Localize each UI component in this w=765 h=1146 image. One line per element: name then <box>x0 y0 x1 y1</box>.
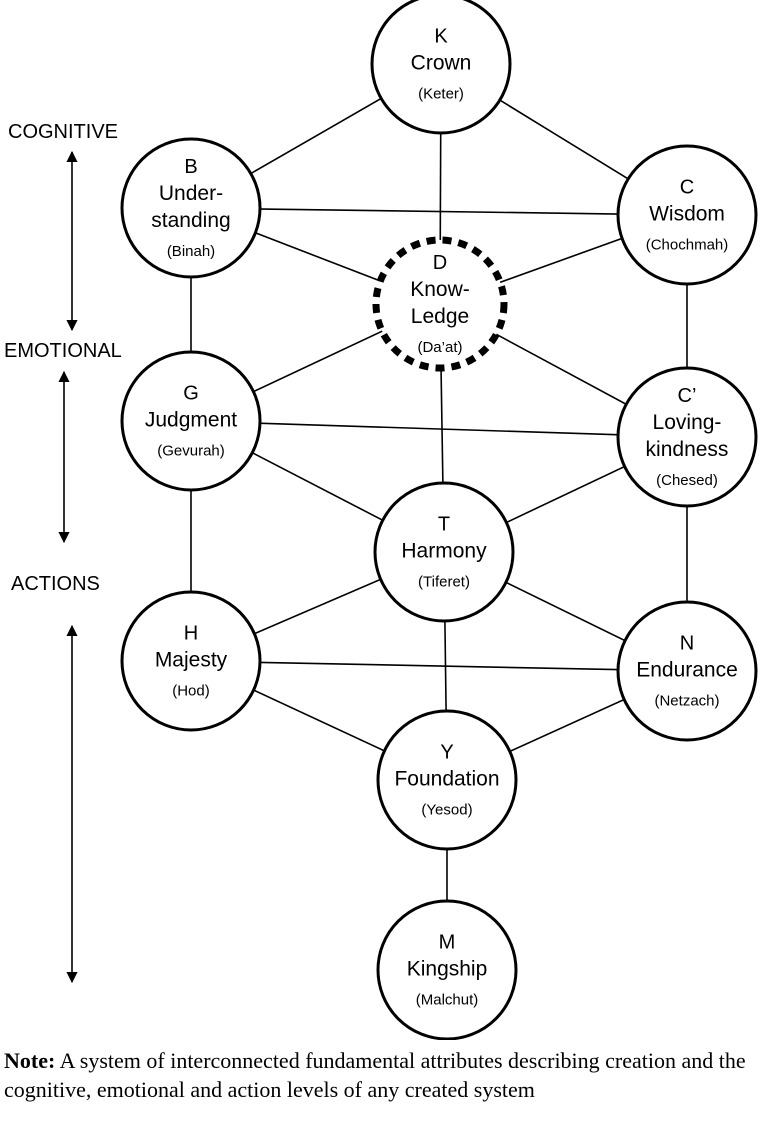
edge-binah-chochmah <box>190 207 688 216</box>
node-binah: B Under-standing (Binah) <box>120 137 262 279</box>
node-subtitle: (Tiferet) <box>418 574 470 591</box>
node-circle-yesod <box>376 709 518 851</box>
node-letter: T <box>438 514 450 536</box>
node-letter: H <box>184 623 198 645</box>
node-name-line: Under- <box>159 182 223 205</box>
node-tiferet: T Harmony (Tiferet) <box>373 481 515 623</box>
sefirot-diagram: K Crown (Keter) B Under-standing (Binah) C Wisd… <box>4 0 758 1040</box>
level-emotional-label: EMOTIONAL <box>4 340 122 362</box>
node-name-line: Harmony <box>401 540 487 563</box>
node-chochmah: C Wisdom (Chochmah) <box>616 144 758 286</box>
node-circle-chesed <box>616 366 758 508</box>
node-name-line: Know- <box>410 278 470 301</box>
node-name-line: Judgment <box>145 409 237 432</box>
node-letter: K <box>434 26 448 48</box>
node-name-line: Majesty <box>155 649 228 672</box>
node-netzach: N Endurance (Netzach) <box>616 600 758 742</box>
node-letter: C <box>680 177 694 199</box>
node-subtitle: (Malchut) <box>416 992 479 1009</box>
node-circle-binah <box>120 137 262 279</box>
node-circle-daat <box>372 236 508 372</box>
node-name-line: Crown <box>411 52 472 75</box>
node-letter: M <box>439 932 456 954</box>
note-text: A system of interconnected fundamental a… <box>4 1048 746 1102</box>
node-circle-chochmah <box>616 144 758 286</box>
node-letter: B <box>184 156 197 178</box>
node-gevurah: G Judgment (Gevurah) <box>120 350 262 492</box>
node-circle-gevurah <box>120 350 262 492</box>
node-subtitle: (Hod) <box>172 683 210 700</box>
node-letter: C’ <box>678 385 697 407</box>
node-circle-keter <box>370 0 512 135</box>
node-chesed: C’ Loving-kindness (Chesed) <box>616 366 758 508</box>
node-name-line: kindness <box>646 438 729 461</box>
node-daat: D Know- Ledge (Da’at) <box>372 236 508 372</box>
node-hod: H Majesty (Hod) <box>120 590 262 732</box>
node-yesod: Y Foundation (Yesod) <box>376 709 518 851</box>
node-name-line: standing <box>151 209 230 232</box>
node-keter: K Crown (Keter) <box>370 0 512 135</box>
node-name-line: Foundation <box>394 768 499 791</box>
node-letter: Y <box>440 742 453 764</box>
node-name-line: Ledge <box>411 305 469 328</box>
note-label: Note: <box>4 1048 56 1073</box>
node-name-line: Kingship <box>407 958 488 981</box>
node-name-line: Endurance <box>636 659 738 682</box>
node-subtitle: (Keter) <box>418 86 464 103</box>
node-letter: D <box>433 252 447 274</box>
node-subtitle: (Binah) <box>167 243 215 260</box>
node-subtitle: (Gevurah) <box>157 443 225 460</box>
level-actions-label: ACTIONS <box>11 573 100 595</box>
level-labels: COGNITIVE EMOTIONAL ACTIONS <box>4 121 122 984</box>
node-subtitle: (Chesed) <box>656 472 718 489</box>
edge-gevurah-chesed <box>190 420 688 438</box>
node-letter: G <box>183 383 199 405</box>
level-cognitive-label: COGNITIVE <box>8 121 118 143</box>
edge-hod-netzach <box>190 660 688 672</box>
node-name-line: Wisdom <box>649 203 725 226</box>
node-letter: N <box>680 633 694 655</box>
figure-note: Note: A system of interconnected fundame… <box>4 1046 760 1104</box>
node-subtitle: (Chochmah) <box>646 237 729 254</box>
node-subtitle: (Da’at) <box>417 339 462 356</box>
node-name-line: Loving- <box>653 411 722 434</box>
node-circle-tiferet <box>373 481 515 623</box>
node-subtitle: (Netzach) <box>654 693 719 710</box>
node-circle-malchut <box>376 899 518 1040</box>
node-subtitle: (Yesod) <box>421 802 472 819</box>
node-circle-netzach <box>616 600 758 742</box>
node-circle-hod <box>120 590 262 732</box>
nodes-layer: K Crown (Keter) B Under-standing (Binah) C Wisd… <box>120 0 758 1040</box>
node-malchut: M Kingship (Malchut) <box>376 899 518 1040</box>
